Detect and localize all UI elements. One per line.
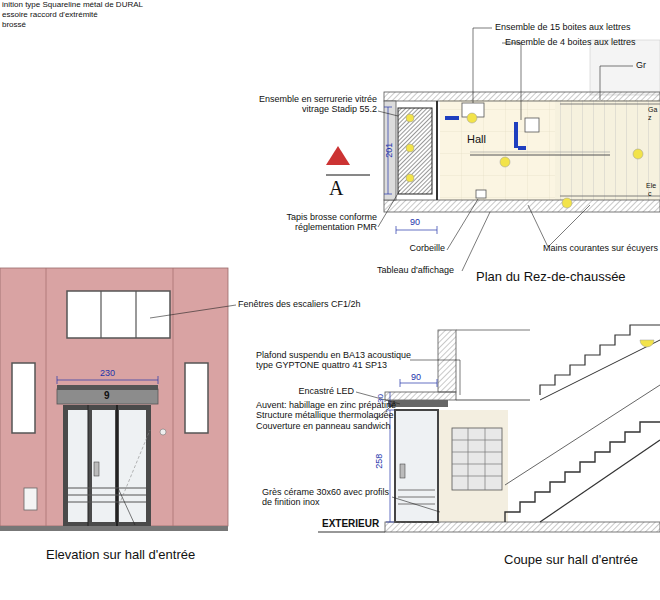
callout-label: Ensemble de 4 boites aux lettres [505, 37, 636, 47]
dimension-text: 230 [100, 368, 115, 378]
elevation-view [0, 268, 236, 531]
street-number: 9 [104, 390, 110, 402]
section-mark: A [329, 177, 343, 200]
room-code: c [648, 190, 652, 198]
zone-label: EXTERIEUR [322, 518, 379, 530]
callout-label: Ensemble en serrurerie vitrée vitrage St… [242, 94, 377, 115]
note-text: essoire raccord d'extrémité [2, 10, 98, 19]
view-caption: Elevation sur hall d'entrée [46, 548, 195, 563]
room-name: Hall [467, 133, 486, 146]
callout-label: Grès cérame 30x60 avec profils de finiti… [262, 487, 390, 508]
dimension-text: 201 [385, 142, 395, 157]
dimension-text: 258 [375, 453, 385, 468]
room-code: z [648, 114, 652, 122]
dimension-text: 90 [410, 217, 420, 227]
dimension-text: 90 [411, 372, 421, 382]
callout-label: Tapis brosse conforme réglementation PMR [242, 212, 377, 233]
plan-view [326, 28, 660, 271]
callout-label: Auvent: habillage en zinc prépatiné Stru… [256, 400, 416, 431]
callout-label: Encastré LED [258, 386, 354, 396]
note-text: inition type Squareline métal de DURAL [2, 0, 143, 9]
callout-label: Fenêtres des escaliers CF1/2h [238, 299, 361, 309]
view-caption: Coupe sur hall d'entrée [504, 553, 638, 568]
callout-label: Corbeille [395, 243, 445, 253]
callout-label: Gr [636, 60, 646, 70]
dimension-text: 30 [375, 395, 384, 404]
callout-label: Plafond suspendu en BA13 acoustique type… [256, 350, 416, 371]
callout-label: Ensemble de 15 boites aux lettres [495, 22, 631, 32]
room-code: Ele [646, 182, 656, 190]
note-text: brossé [2, 20, 26, 29]
callout-label: Mains courantes sur écuyers [543, 243, 658, 253]
callout-label: Tableau d'affichage [377, 265, 454, 275]
view-caption: Plan du Rez-de-chaussée [476, 270, 626, 285]
room-code: Ga [648, 106, 657, 114]
